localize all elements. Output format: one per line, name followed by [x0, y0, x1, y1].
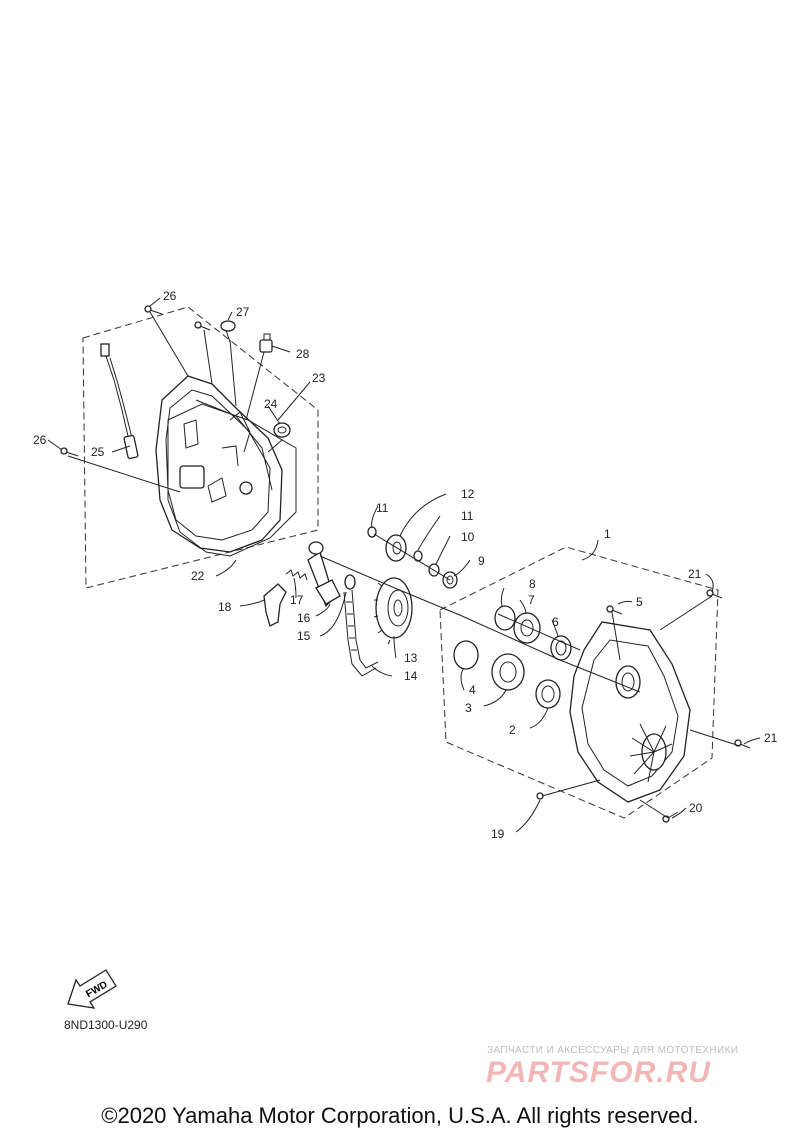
watermark-logo: PARTSFOR.RU [486, 1056, 711, 1089]
callout-1: 1 [604, 527, 611, 541]
callout-14: 14 [404, 669, 418, 683]
callout-8: 8 [529, 577, 536, 591]
middle-parts-drawing [263, 526, 458, 677]
callout-18: 18 [218, 600, 232, 614]
callout-19: 19 [491, 827, 505, 841]
copyright-notice: ©2020 Yamaha Motor Corporation, U.S.A. A… [101, 1103, 699, 1128]
diagram-code: 8ND1300-U290 [64, 1018, 148, 1032]
right-case-drawing [453, 589, 751, 823]
callout-13: 13 [404, 651, 418, 665]
callout-3: 3 [465, 701, 472, 715]
callout-9: 9 [478, 554, 485, 568]
callout-15: 15 [297, 629, 311, 643]
callout-26b: 26 [33, 433, 47, 447]
callout-16: 16 [297, 611, 311, 625]
right-case-assembly-box [439, 546, 719, 819]
callout-26a: 26 [163, 289, 177, 303]
left-cover-drawing [60, 305, 297, 557]
callout-20: 20 [689, 801, 703, 815]
assembly-lines [67, 311, 741, 819]
callout-11a: 11 [376, 501, 389, 515]
callout-25: 25 [91, 445, 105, 459]
callout-5: 5 [636, 595, 643, 609]
callout-11b: 11 [461, 509, 474, 523]
callout-27: 27 [236, 305, 250, 319]
callout-22: 22 [191, 569, 205, 583]
callout-24: 24 [264, 397, 278, 411]
callout-6: 6 [552, 615, 559, 629]
callout-7: 7 [528, 593, 535, 607]
callout-17: 17 [290, 593, 304, 607]
callout-labels: 1 2 3 4 5 6 7 8 9 10 11 11 12 13 14 15 1… [33, 289, 778, 841]
fwd-arrow-icon: FWD [67, 969, 117, 1009]
leader-lines [47, 297, 761, 833]
watermark-tagline: ЗАПЧАСТИ И АКСЕССУАРЫ ДЛЯ МОТОТЕХНИКИ [487, 1045, 739, 1056]
callout-23: 23 [312, 371, 326, 385]
callout-2: 2 [509, 723, 516, 737]
callout-21a: 21 [688, 567, 702, 581]
callout-12: 12 [461, 487, 475, 501]
callout-21b: 21 [764, 731, 778, 745]
callout-10: 10 [461, 530, 475, 544]
callout-4: 4 [469, 683, 476, 697]
left-cover-assembly-box [82, 306, 319, 589]
callout-28: 28 [296, 347, 310, 361]
